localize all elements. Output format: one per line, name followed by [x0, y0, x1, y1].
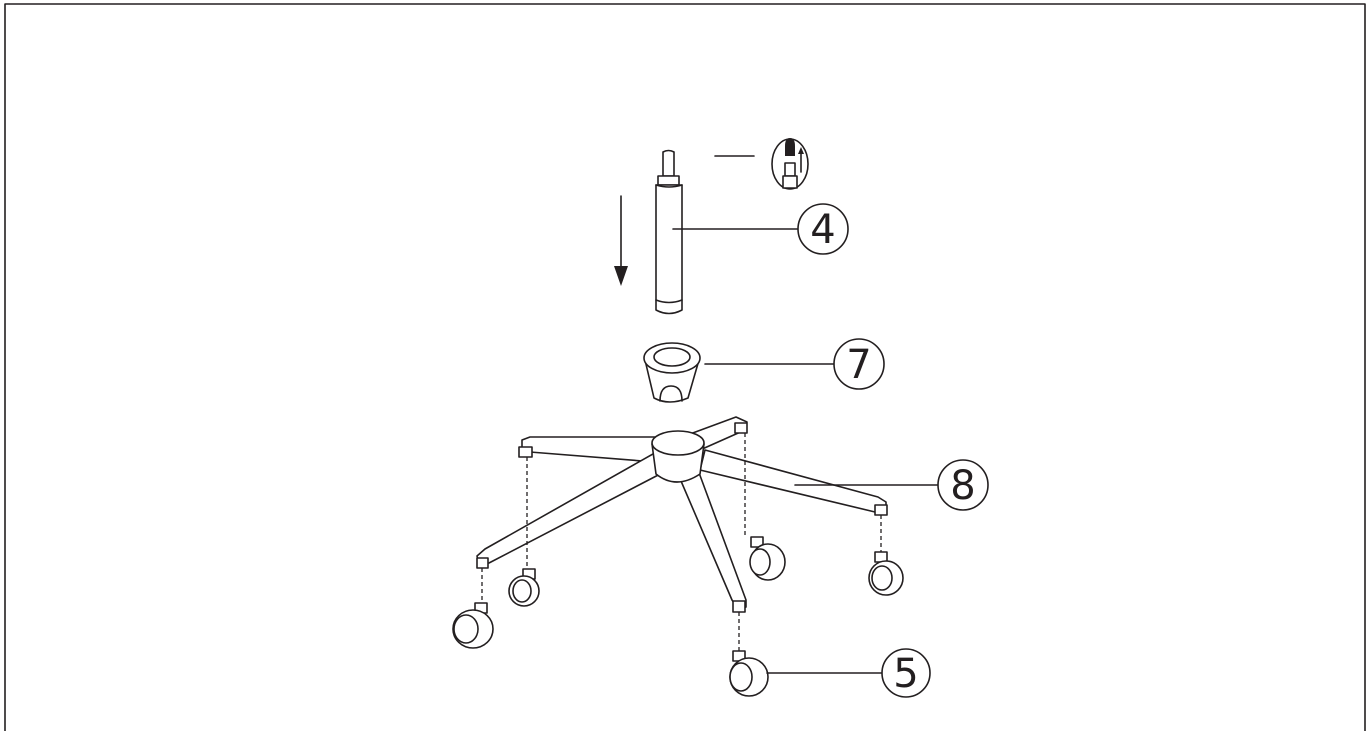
caster-back-right: [749, 536, 786, 581]
callout-gas-lift: 4: [672, 203, 849, 255]
callout-star-base: 8: [794, 459, 989, 511]
down-arrow-icon: [614, 195, 628, 286]
callout-base-cover: 7: [704, 338, 885, 390]
alignment-guides: [481, 433, 882, 653]
star-base: [476, 416, 888, 613]
callout-label: 5: [893, 651, 918, 697]
base-cover: [643, 342, 701, 403]
caster-back-left: [508, 568, 540, 607]
callout-label: 7: [846, 342, 871, 388]
remove-cap-icon: [714, 138, 809, 190]
gas-lift: [655, 149, 683, 315]
callout-caster: 5: [766, 648, 931, 698]
caster-front: [729, 650, 769, 697]
callout-label: 4: [810, 207, 835, 253]
page-border: [4, 3, 1366, 731]
caster-right: [868, 551, 904, 596]
callout-label: 8: [950, 463, 975, 509]
caster-left: [452, 602, 494, 649]
